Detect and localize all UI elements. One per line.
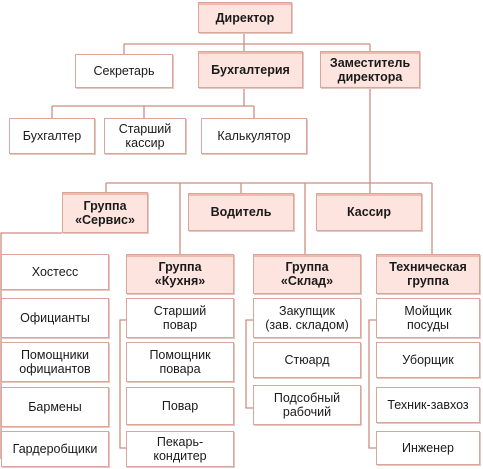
node-warehouse-group: Группа «Склад» — [253, 254, 361, 294]
connector-service-left — [0, 232, 62, 459]
warehouse-item-buyer: Закупщик (зав. складом) — [253, 298, 361, 338]
connector-warehouse-left — [245, 319, 253, 409]
kitchen-item-senior-cook: Старший повар — [126, 298, 234, 338]
technical-item-handyman: Техник-завхоз — [376, 387, 480, 423]
node-cashier: Кассир — [316, 193, 422, 231]
connector-technical-left — [368, 319, 376, 449]
node-deputy-director: Заместитель директора — [320, 51, 420, 88]
node-calculator: Калькулятор — [201, 118, 307, 154]
node-accounting: Бухгалтерия — [198, 51, 303, 88]
node-secretary: Секретарь — [75, 54, 173, 88]
node-director: Директор — [198, 2, 292, 33]
connector-kitchen-left — [119, 319, 126, 449]
node-accountant: Бухгалтер — [9, 118, 95, 154]
technical-item-dishwasher: Мойщик посуды — [376, 298, 480, 338]
warehouse-item-steward: Стюард — [253, 342, 361, 378]
node-technical-group: Техническая группа — [376, 254, 480, 294]
kitchen-item-cook-assistant: Помощник повара — [126, 342, 234, 382]
service-item-hostess: Хостесс — [1, 254, 109, 290]
node-driver: Водитель — [188, 193, 294, 231]
service-item-cloakroom: Гардеробщики — [1, 431, 109, 467]
node-service-group: Группа «Сервис» — [62, 192, 148, 233]
service-item-assistant-waiters: Помощники официантов — [1, 342, 109, 382]
service-item-waiters: Официанты — [1, 298, 109, 338]
technical-item-cleaner: Уборщик — [376, 342, 480, 378]
node-senior-cashier: Старший кассир — [104, 118, 186, 154]
kitchen-item-cook: Повар — [126, 387, 234, 425]
technical-item-engineer: Инженер — [376, 431, 480, 465]
warehouse-item-helper: Подсобный рабочий — [253, 385, 361, 425]
kitchen-item-baker: Пекарь- кондитер — [126, 431, 234, 467]
service-item-bartenders: Бармены — [1, 387, 109, 427]
node-kitchen-group: Группа «Кухня» — [126, 254, 234, 294]
